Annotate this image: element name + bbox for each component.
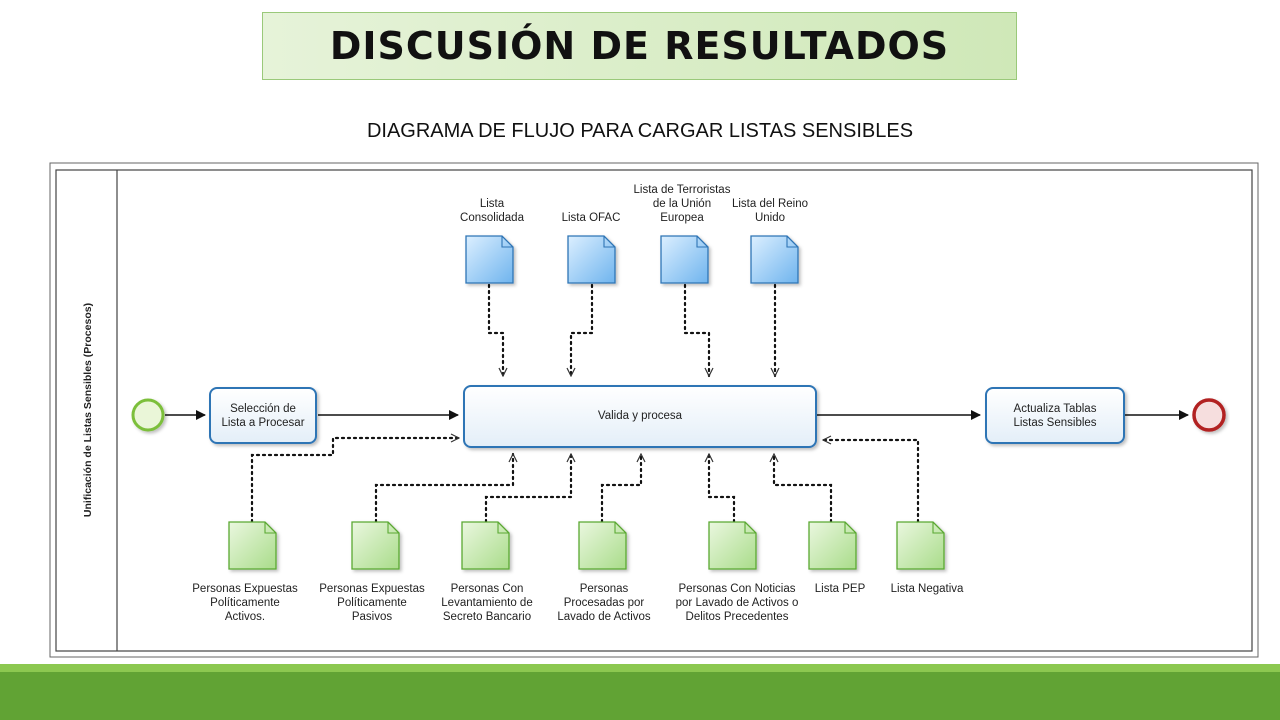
- document-lista-terroristas-ue[interactable]: Lista de Terroristas de la Unión Europea: [634, 184, 731, 284]
- doc-label: Pasivos: [352, 611, 393, 623]
- doc-label: Delitos Precedentes: [686, 611, 789, 623]
- doc-label: Personas Expuestas: [319, 583, 425, 595]
- doc-label: Políticamente: [210, 597, 280, 609]
- doc-label: Levantamiento de: [441, 597, 532, 609]
- doc-label: Lista PEP: [815, 583, 866, 595]
- start-event[interactable]: [131, 398, 165, 432]
- doc-label: de la Unión: [653, 198, 711, 210]
- doc-label: Europea: [660, 212, 704, 224]
- task-select-label-line1: Selección de: [230, 403, 296, 415]
- doc-label: Personas Expuestas: [192, 583, 298, 595]
- document-lista-ofac[interactable]: Lista OFAC: [562, 212, 621, 284]
- doc-label: Lista del Reino: [732, 198, 808, 210]
- document-lista-consolidada[interactable]: Lista Consolidada: [460, 198, 525, 284]
- doc-label: Lavado de Activos: [557, 611, 651, 623]
- doc-label: Activos.: [225, 611, 265, 623]
- task-select-list[interactable]: Selección de Lista a Procesar: [209, 387, 317, 444]
- doc-label: Personas Con: [451, 583, 524, 595]
- task-update-label-line1: Actualiza Tablas: [1014, 403, 1097, 415]
- doc-label: Políticamente: [337, 597, 407, 609]
- doc-label: Lista OFAC: [562, 212, 621, 224]
- task-select-label-line2: Lista a Procesar: [221, 417, 304, 429]
- page-title: DISCUSIÓN DE RESULTADOS: [329, 24, 950, 68]
- document-lista-pep[interactable]: Lista PEP: [808, 521, 866, 595]
- doc-label: Personas Con Noticias: [679, 583, 796, 595]
- lane-label: Unificación de Listas Sensibles (Proceso…: [82, 303, 94, 517]
- footer-band-light: [0, 664, 1280, 672]
- doc-label: por Lavado de Activos o: [676, 597, 799, 609]
- document-lavado-activos[interactable]: Personas Procesadas por Lavado de Activo…: [557, 521, 651, 623]
- task-validate-process[interactable]: Valida y procesa: [463, 385, 817, 448]
- footer-band: [0, 672, 1280, 720]
- doc-label: Lista: [480, 198, 505, 210]
- document-noticias-lavado[interactable]: Personas Con Noticias por Lavado de Acti…: [676, 521, 799, 623]
- task-validate-label: Valida y procesa: [598, 410, 683, 422]
- doc-label: Lista de Terroristas: [634, 184, 731, 196]
- task-update-label-line2: Listas Sensibles: [1013, 417, 1096, 429]
- doc-label: Personas: [580, 583, 629, 595]
- end-event[interactable]: [1192, 398, 1226, 432]
- association-lines: [250, 283, 920, 524]
- diagram-subtitle: DIAGRAMA DE FLUJO PARA CARGAR LISTAS SEN…: [366, 120, 914, 142]
- doc-label: Secreto Bancario: [443, 611, 531, 623]
- title-banner: DISCUSIÓN DE RESULTADOS: [262, 12, 1017, 80]
- doc-label: Unido: [755, 212, 785, 224]
- doc-label: Procesadas por: [564, 597, 645, 609]
- task-update-tables[interactable]: Actualiza Tablas Listas Sensibles: [985, 387, 1125, 444]
- document-lista-negativa[interactable]: Lista Negativa: [891, 521, 964, 595]
- document-lista-reino-unido[interactable]: Lista del Reino Unido: [732, 198, 808, 284]
- doc-label: Consolidada: [460, 212, 525, 224]
- document-pep-activos[interactable]: Personas Expuestas Políticamente Activos…: [192, 521, 298, 623]
- document-secreto-bancario[interactable]: Personas Con Levantamiento de Secreto Ba…: [441, 521, 533, 623]
- doc-label: Lista Negativa: [891, 583, 964, 595]
- document-pep-pasivos[interactable]: Personas Expuestas Políticamente Pasivos: [319, 521, 425, 623]
